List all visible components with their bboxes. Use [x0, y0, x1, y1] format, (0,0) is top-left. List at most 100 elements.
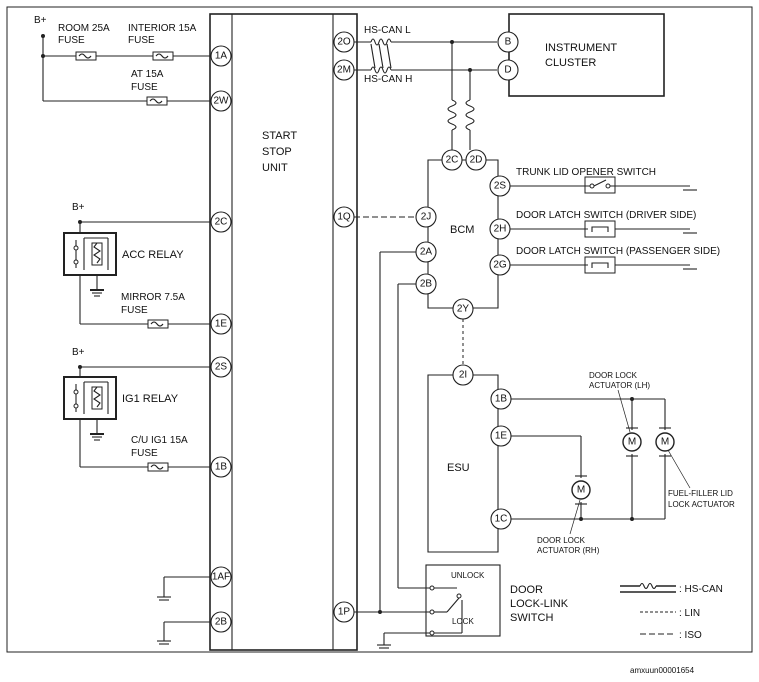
pin-bcm-2a: 2A — [415, 241, 437, 263]
legend-iso: : ISO — [679, 630, 702, 641]
svg-text:2B: 2B — [420, 279, 433, 290]
hs-can-h-label: HS-CAN H — [364, 74, 412, 85]
pin-d: D — [497, 59, 519, 81]
frame — [6, 6, 753, 653]
pin-esu-1b: 1B — [490, 388, 512, 410]
mirror-fuse: MIRROR 7.5A FUSE — [121, 292, 185, 329]
driver-label: DOOR LATCH SWITCH (DRIVER SIDE) — [516, 210, 696, 221]
svg-text:1B: 1B — [215, 462, 228, 473]
svg-text:2J: 2J — [421, 212, 432, 223]
pin-1p: 1P — [333, 601, 355, 623]
door-latch-passenger: DOOR LATCH SWITCH (PASSENGER SIDE) — [510, 246, 720, 274]
pin-b: B — [497, 31, 519, 53]
svg-text:2Y: 2Y — [457, 304, 470, 315]
mirror-fuse-label: MIRROR 7.5A — [121, 292, 185, 303]
legend: : HS-CAN : LIN : ISO — [620, 582, 723, 641]
svg-text:1C: 1C — [495, 514, 508, 525]
svg-text:2D: 2D — [470, 155, 483, 166]
interior-fuse-label-2: FUSE — [128, 35, 155, 46]
svg-text:DOOR LOCK: DOOR LOCK — [589, 371, 638, 380]
svg-text:1AF: 1AF — [212, 572, 230, 583]
svg-text:M: M — [661, 437, 669, 448]
diagram-code: amxuun00001654 — [630, 666, 695, 675]
at-fuse-label: AT 15A — [131, 69, 164, 80]
pin-2w: 2W — [210, 90, 232, 112]
pin-bcm-2b: 2B — [415, 273, 437, 295]
pin-1q: 1Q — [333, 206, 355, 228]
room-fuse: ROOM 25A FUSE — [58, 23, 110, 61]
passenger-label: DOOR LATCH SWITCH (PASSENGER SIDE) — [516, 246, 720, 257]
svg-text:2C: 2C — [215, 217, 228, 228]
cu-ig1-fuse: C/U IG1 15A FUSE — [131, 435, 188, 472]
cu-ig1-fuse-label: C/U IG1 15A — [131, 435, 188, 446]
acc-b-plus: B+ — [72, 202, 85, 213]
pin-1af: 1AF — [210, 566, 232, 588]
svg-text:2B: 2B — [215, 617, 228, 628]
svg-text:M: M — [628, 437, 636, 448]
pin-bcm-2c: 2C — [441, 149, 463, 171]
svg-text:1Q: 1Q — [337, 212, 351, 223]
pin-bcm-2s: 2S — [489, 175, 511, 197]
svg-text:2O: 2O — [337, 37, 351, 48]
svg-text:2G: 2G — [493, 260, 507, 271]
interior-fuse: INTERIOR 15A FUSE — [128, 23, 197, 61]
pin-1e: 1E — [210, 313, 232, 335]
room-fuse-label: ROOM 25A — [58, 23, 110, 34]
svg-text:D: D — [504, 65, 511, 76]
pin-2c: 2C — [210, 211, 232, 233]
svg-text:2W: 2W — [214, 96, 230, 107]
start-stop-unit: START STOP UNIT — [209, 13, 358, 651]
motor-rh: M — [571, 475, 591, 505]
svg-text:2S: 2S — [494, 181, 507, 192]
door-latch-driver: DOOR LATCH SWITCH (DRIVER SIDE) — [510, 210, 697, 238]
svg-text:1A: 1A — [215, 51, 228, 62]
svg-text:LOCK: LOCK — [452, 617, 474, 626]
pin-1a: 1A — [210, 45, 232, 67]
bcm: BCM 2C 2D 2S 2J 2H 2A 2G 2B 2Y — [415, 149, 511, 320]
cluster-label-2: CLUSTER — [545, 57, 596, 69]
svg-text:DOOR LOCK: DOOR LOCK — [537, 536, 586, 545]
pin-bcm-2y: 2Y — [452, 298, 474, 320]
legend-lin: : LIN — [679, 608, 700, 619]
svg-text:1B: 1B — [495, 394, 508, 405]
actuator-labels: DOOR LOCK ACTUATOR (LH) FUEL-FILLER LID … — [537, 371, 735, 555]
acc-relay-label: ACC RELAY — [122, 249, 184, 261]
pin-bcm-2d: 2D — [465, 149, 487, 171]
svg-text:1P: 1P — [338, 607, 351, 618]
ssu-label-1: START — [262, 130, 297, 142]
svg-text:B: B — [505, 37, 512, 48]
svg-text:2A: 2A — [420, 247, 433, 258]
pin-bcm-2j: 2J — [415, 206, 437, 228]
lock-link-label-3: SWITCH — [510, 612, 553, 624]
motor-fuel: M — [655, 427, 675, 457]
cluster-label-1: INSTRUMENT — [545, 42, 617, 54]
pin-esu-1e: 1E — [490, 425, 512, 447]
pin-esu-2i: 2I — [452, 364, 474, 386]
actuator-wiring — [511, 397, 666, 521]
ig1-relay-label: IG1 RELAY — [122, 393, 179, 405]
hs-can-l-label: HS-CAN L — [364, 25, 411, 36]
cu-ig1-fuse-label-2: FUSE — [131, 448, 158, 459]
trunk-label: TRUNK LID OPENER SWITCH — [516, 167, 656, 178]
ssu-label-2: STOP — [262, 146, 292, 158]
b-plus-label: B+ — [34, 15, 47, 26]
mirror-fuse-label-2: FUSE — [121, 305, 148, 316]
svg-text:2C: 2C — [446, 155, 459, 166]
pin-esu-1c: 1C — [490, 508, 512, 530]
at-fuse-label-2: FUSE — [131, 82, 158, 93]
acc-relay: B+ ACC RELAY — [63, 202, 210, 325]
esu: ESU 2I 1B 1E 1C — [427, 364, 512, 553]
svg-text:UNLOCK: UNLOCK — [451, 571, 485, 580]
ssu-right-pins: 2O 2M 1Q 1P — [333, 31, 355, 623]
interior-fuse-label: INTERIOR 15A — [128, 23, 197, 34]
room-fuse-label-2: FUSE — [58, 35, 85, 46]
pin-2b: 2B — [210, 611, 232, 633]
svg-text:LOCK ACTUATOR: LOCK ACTUATOR — [668, 500, 735, 509]
bcm-label: BCM — [450, 224, 474, 236]
hs-can-bus: HS-CAN L HS-CAN H — [354, 25, 497, 150]
ssu-grounds — [157, 576, 210, 645]
legend-hs-can: : HS-CAN — [679, 584, 723, 595]
pin-2o: 2O — [333, 31, 355, 53]
